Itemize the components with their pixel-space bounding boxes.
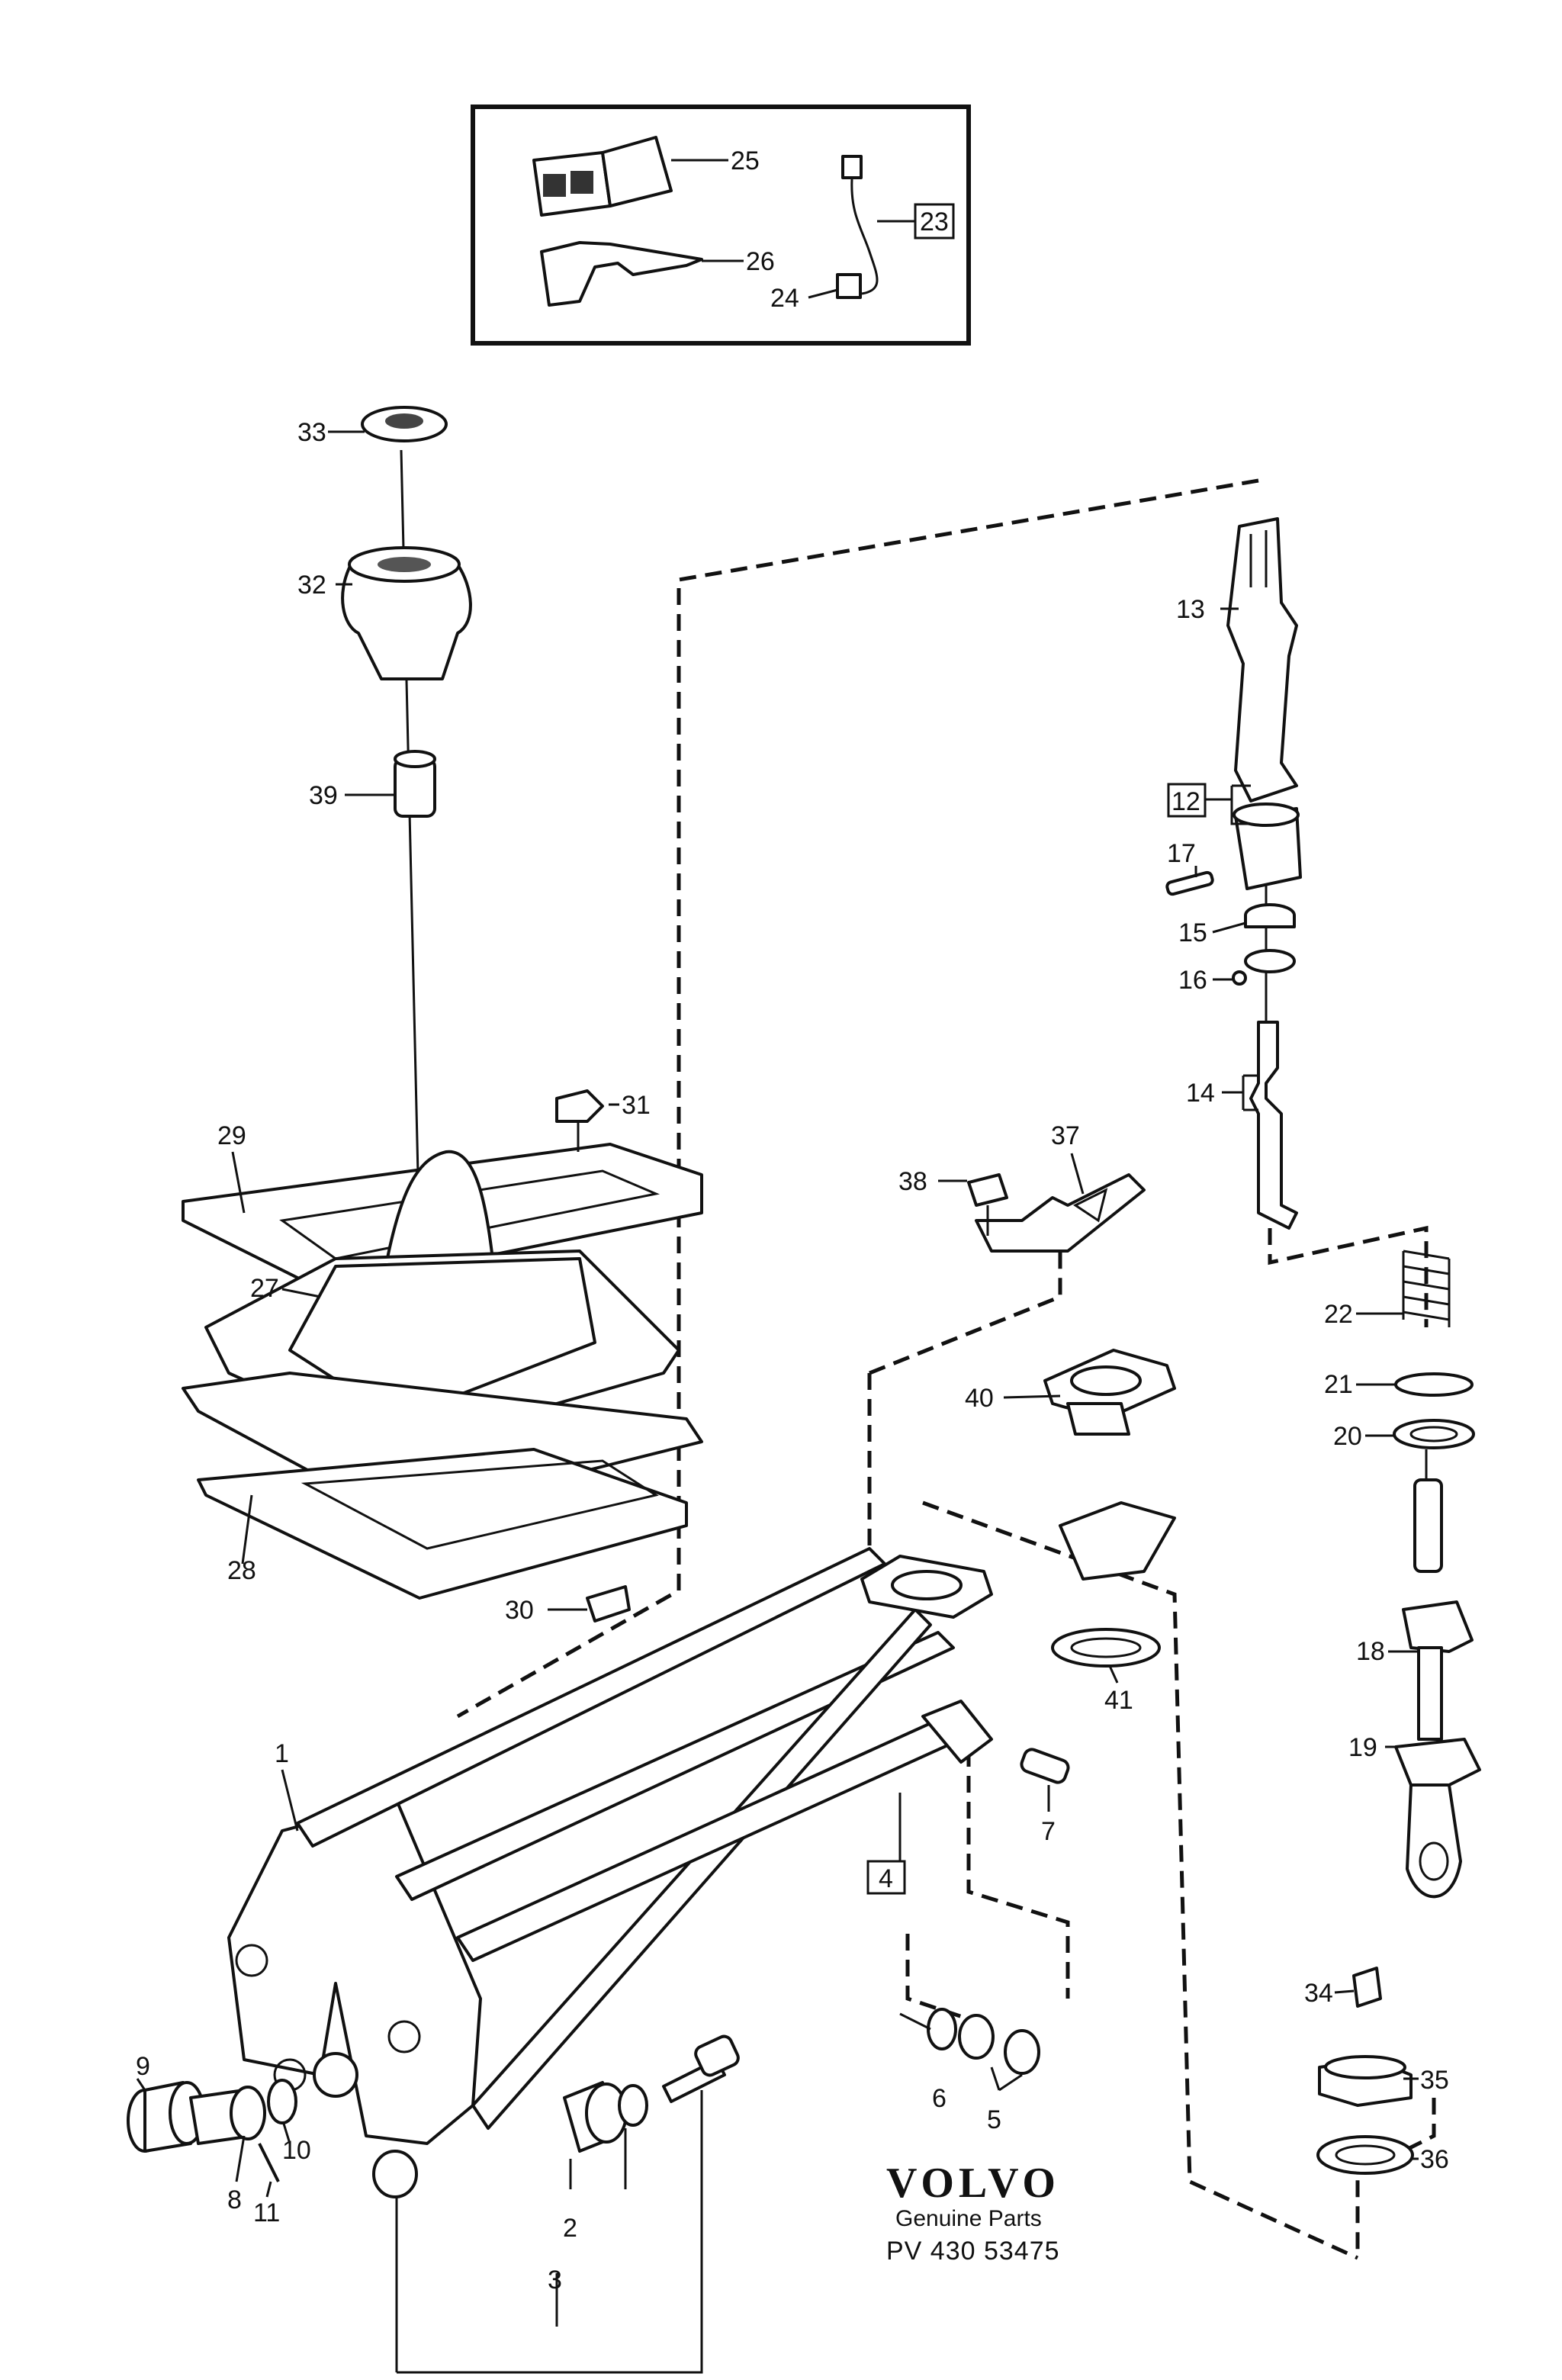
- part-2-bush-washer[interactable]: [563, 2081, 648, 2153]
- label-18: 18: [1356, 1637, 1385, 1666]
- label-22: 22: [1324, 1300, 1353, 1329]
- label-13: 13: [1176, 595, 1205, 624]
- part-41-circlip[interactable]: [1051, 1628, 1161, 1668]
- label-35: 35: [1420, 2066, 1449, 2095]
- part-13-lever-rod[interactable]: [1226, 517, 1298, 802]
- part-18-shift-shaft[interactable]: [1402, 1478, 1474, 1741]
- label-10: 10: [282, 2136, 311, 2165]
- label-23: 23: [920, 207, 949, 236]
- brand-logo: VOLVO: [886, 2160, 1060, 2207]
- part-1-bracket-frame[interactable]: [227, 1799, 482, 2145]
- part-14-leaf-spring[interactable]: [1249, 1021, 1298, 1230]
- label-9: 9: [136, 2052, 150, 2081]
- part-35-nut[interactable]: [1318, 2055, 1413, 2107]
- label-20: 20: [1333, 1422, 1362, 1451]
- part-labels: 33 32 39 31 29 27 28 30 1 9 10 8 11 2 3 …: [136, 418, 1449, 2295]
- part-30-clip-nut[interactable]: [586, 1585, 631, 1623]
- part-40-bearing-housing[interactable]: [1043, 1349, 1176, 1581]
- label-30: 30: [505, 1596, 534, 1625]
- label-19: 19: [1348, 1733, 1377, 1762]
- label-6: 6: [932, 2084, 947, 2113]
- connector-inset: 25 26 24 23: [471, 105, 971, 346]
- brand-tagline: Genuine Parts: [895, 2206, 1042, 2231]
- part-17-pin[interactable]: [1165, 870, 1214, 896]
- label-39: 39: [309, 781, 338, 810]
- part-34-plug[interactable]: [1352, 1967, 1382, 2008]
- part-25-connector-housing[interactable]: [532, 136, 673, 217]
- part-12-collar[interactable]: [1233, 802, 1302, 890]
- part-code: PV 430 53475: [886, 2237, 1060, 2266]
- part-20-washer[interactable]: [1393, 1419, 1475, 1449]
- label-2: 2: [563, 2214, 577, 2243]
- shifter-top-flange[interactable]: [860, 1555, 993, 1619]
- part-38-bolt[interactable]: [967, 1173, 1008, 1236]
- label-21: 21: [1324, 1370, 1353, 1399]
- label-24: 24: [770, 284, 799, 313]
- part-7-pin[interactable]: [1020, 1748, 1071, 1785]
- part-24-wire-harness[interactable]: [836, 155, 879, 299]
- part-22-spring[interactable]: [1402, 1250, 1451, 1327]
- part-19-ball-socket[interactable]: [1394, 1738, 1481, 1899]
- knob-stack: [341, 406, 472, 1176]
- part-16-clip[interactable]: [1232, 949, 1296, 986]
- part-28-base-plate[interactable]: [182, 1372, 703, 1600]
- label-16: 16: [1178, 966, 1207, 995]
- part-11-pin[interactable]: [258, 2143, 280, 2182]
- part-21-circlip[interactable]: [1394, 1372, 1474, 1397]
- part-37-cover-bracket[interactable]: [975, 1173, 1146, 1253]
- label-7: 7: [1041, 1817, 1056, 1846]
- label-38: 38: [898, 1167, 927, 1196]
- part-32-shift-knob[interactable]: [341, 546, 472, 680]
- part-33-knob-cap[interactable]: [361, 406, 448, 442]
- part-5-bushings[interactable]: [958, 2014, 1040, 2075]
- label-33: 33: [297, 418, 326, 447]
- part-3-bolt[interactable]: [372, 2034, 741, 2198]
- label-12: 12: [1172, 787, 1200, 816]
- part-26-terminal[interactable]: [540, 241, 703, 307]
- label-17: 17: [1167, 839, 1196, 868]
- ball-joint[interactable]: [313, 2052, 358, 2098]
- label-14: 14: [1186, 1079, 1215, 1108]
- shifter-frame: [227, 1547, 1071, 2145]
- footer-branding: VOLVO Genuine Parts PV 430 53475: [886, 2160, 1060, 2266]
- label-27: 27: [250, 1274, 279, 1303]
- gear-lever-assembly: [1165, 517, 1481, 2175]
- label-15: 15: [1178, 918, 1207, 947]
- label-34: 34: [1304, 1979, 1333, 2008]
- label-11: 11: [253, 2198, 280, 2227]
- label-1: 1: [275, 1739, 289, 1768]
- part-6-washer[interactable]: [927, 2008, 957, 2050]
- label-25: 25: [731, 146, 760, 175]
- part-10-ring[interactable]: [267, 2079, 297, 2124]
- label-29: 29: [217, 1121, 246, 1150]
- label-40: 40: [965, 1384, 994, 1413]
- label-26: 26: [746, 247, 775, 276]
- label-28: 28: [227, 1556, 256, 1585]
- label-3: 3: [548, 2266, 562, 2295]
- part-8-bushing[interactable]: [189, 2086, 266, 2145]
- part-15-ring[interactable]: [1244, 903, 1296, 928]
- leader-lines: [136, 430, 1419, 2374]
- label-4: 4: [879, 1864, 893, 1893]
- label-41: 41: [1104, 1686, 1133, 1715]
- housing-assembly: [967, 1173, 1176, 1668]
- part-31-screw[interactable]: [555, 1089, 604, 1152]
- bushings: [127, 2008, 1040, 2198]
- boot-assembly: [182, 1089, 703, 1623]
- part-4-selector-fork[interactable]: [921, 1700, 993, 1764]
- part-39-sleeve[interactable]: [394, 750, 436, 818]
- label-37: 37: [1051, 1121, 1080, 1150]
- label-8: 8: [227, 2185, 242, 2214]
- label-32: 32: [297, 571, 326, 600]
- label-36: 36: [1420, 2145, 1449, 2174]
- label-5: 5: [987, 2105, 1001, 2134]
- label-31: 31: [622, 1091, 651, 1120]
- part-36-ring[interactable]: [1316, 2135, 1414, 2175]
